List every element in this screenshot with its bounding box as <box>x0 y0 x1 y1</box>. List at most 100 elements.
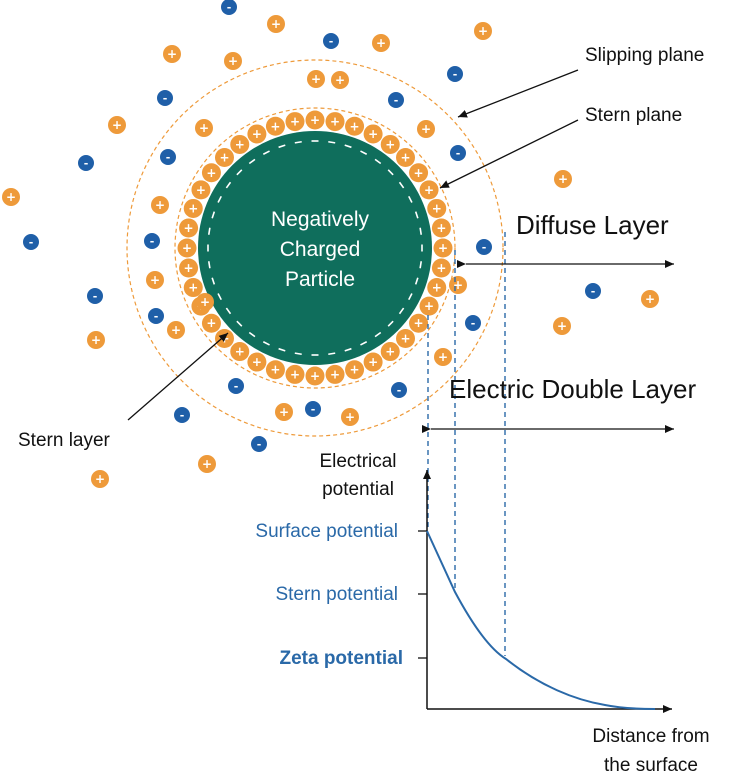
particle-label-line3: Particle <box>285 268 355 291</box>
svg-text:+: + <box>188 201 198 215</box>
slipping-plane-arrow <box>457 69 579 118</box>
svg-text:-: - <box>456 147 461 160</box>
particle-negative-charge <box>344 144 352 149</box>
particle-negative-charge <box>248 331 256 338</box>
stern-plane-label: Stern plane <box>585 105 682 126</box>
svg-text:+: + <box>271 17 281 31</box>
svg-text:+: + <box>112 118 122 132</box>
negative-ion: - <box>450 145 466 161</box>
stern-positive-ion: + <box>230 342 250 362</box>
stern-positive-ion: + <box>431 218 451 238</box>
y-axis-label-line1: Electrical <box>319 451 396 472</box>
particle-negative-charge <box>278 347 286 352</box>
stern-positive-ion: + <box>285 112 305 132</box>
svg-text:+: + <box>290 115 300 129</box>
x-axis-label-line2: the surface <box>604 755 698 776</box>
stern-positive-ion: + <box>230 134 250 154</box>
stern-positive-ion: + <box>179 218 199 238</box>
positive-ion: + <box>307 70 325 88</box>
stern-positive-ion: + <box>177 238 197 258</box>
svg-text:+: + <box>385 345 395 359</box>
svg-text:+: + <box>95 472 105 486</box>
svg-text:+: + <box>199 121 209 135</box>
svg-text:-: - <box>311 403 316 416</box>
particle-negative-charge <box>419 261 423 269</box>
svg-text:+: + <box>345 410 355 424</box>
negative-ion: - <box>305 401 321 417</box>
svg-text:-: - <box>397 384 402 397</box>
svg-text:+: + <box>184 221 194 235</box>
negative-ion: - <box>476 239 492 255</box>
particle-negative-charge <box>408 195 413 203</box>
svg-text:-: - <box>154 310 159 323</box>
svg-text:+: + <box>400 150 410 164</box>
particle-negative-charge <box>374 331 382 338</box>
positive-ion: + <box>224 52 242 70</box>
stern-positive-ion: + <box>305 366 325 386</box>
negative-ion: - <box>388 92 404 108</box>
stern-positive-ion: + <box>325 364 345 384</box>
stern-positive-ion: + <box>191 180 211 200</box>
particle-negative-charge <box>387 320 394 327</box>
stern-positive-ion: + <box>305 110 325 130</box>
svg-text:+: + <box>188 281 198 295</box>
svg-text:-: - <box>166 151 171 164</box>
svg-text:+: + <box>200 295 210 309</box>
svg-text:-: - <box>29 236 34 249</box>
stern-positive-ion: + <box>419 296 439 316</box>
particle-negative-charge <box>408 293 413 301</box>
svg-text:-: - <box>227 1 232 14</box>
stern-layer-arrow <box>127 332 229 421</box>
y-axis-label-line2: potential <box>322 479 394 500</box>
stern-positive-ion: + <box>214 329 234 349</box>
svg-text:-: - <box>84 157 89 170</box>
particle-negative-charge <box>294 140 302 144</box>
svg-text:+: + <box>645 292 655 306</box>
svg-text:-: - <box>163 92 168 105</box>
negative-ion: - <box>160 149 176 165</box>
svg-text:+: + <box>478 24 488 38</box>
stern-positive-ion: + <box>247 124 267 144</box>
particle-negative-charge <box>248 158 256 165</box>
particle-negative-charge <box>236 320 243 327</box>
stern-positive-ion: + <box>285 364 305 384</box>
negative-ion: - <box>228 378 244 394</box>
negative-ion: - <box>585 283 601 299</box>
particle-negative-charge <box>236 169 243 176</box>
stern-positive-ion: + <box>345 360 365 380</box>
positive-ion: + <box>151 196 169 214</box>
svg-text:+: + <box>421 122 431 136</box>
svg-text:+: + <box>432 201 442 215</box>
particle-negative-charge <box>207 261 211 269</box>
positive-ion: + <box>195 119 213 137</box>
negatively-charged-particle <box>198 131 432 365</box>
svg-text:+: + <box>184 261 194 275</box>
svg-text:+: + <box>206 166 216 180</box>
positive-ion: + <box>372 34 390 52</box>
svg-text:+: + <box>414 316 424 330</box>
svg-text:+: + <box>436 221 446 235</box>
stern-positive-ion: + <box>427 278 447 298</box>
particle-negative-charge <box>398 181 405 189</box>
svg-text:+: + <box>436 261 446 275</box>
positive-ion: + <box>554 170 572 188</box>
stern-positive-ion: + <box>380 134 400 154</box>
svg-text:-: - <box>150 235 155 248</box>
stern-positive-ion: + <box>201 163 221 183</box>
svg-text:+: + <box>235 345 245 359</box>
svg-text:+: + <box>6 190 16 204</box>
svg-text:+: + <box>368 127 378 141</box>
svg-text:+: + <box>91 333 101 347</box>
svg-text:-: - <box>394 94 399 107</box>
svg-text:+: + <box>252 127 262 141</box>
stern-positive-ion: + <box>427 198 447 218</box>
positive-ion: + <box>146 271 164 289</box>
stern-positive-ion: + <box>183 198 203 218</box>
positive-ion: + <box>267 15 285 33</box>
svg-text:+: + <box>167 47 177 61</box>
stern-positive-ion: + <box>396 329 416 349</box>
particle-negative-charge <box>398 307 405 315</box>
positive-ion: + <box>341 408 359 426</box>
svg-text:+: + <box>150 273 160 287</box>
svg-text:-: - <box>591 285 596 298</box>
